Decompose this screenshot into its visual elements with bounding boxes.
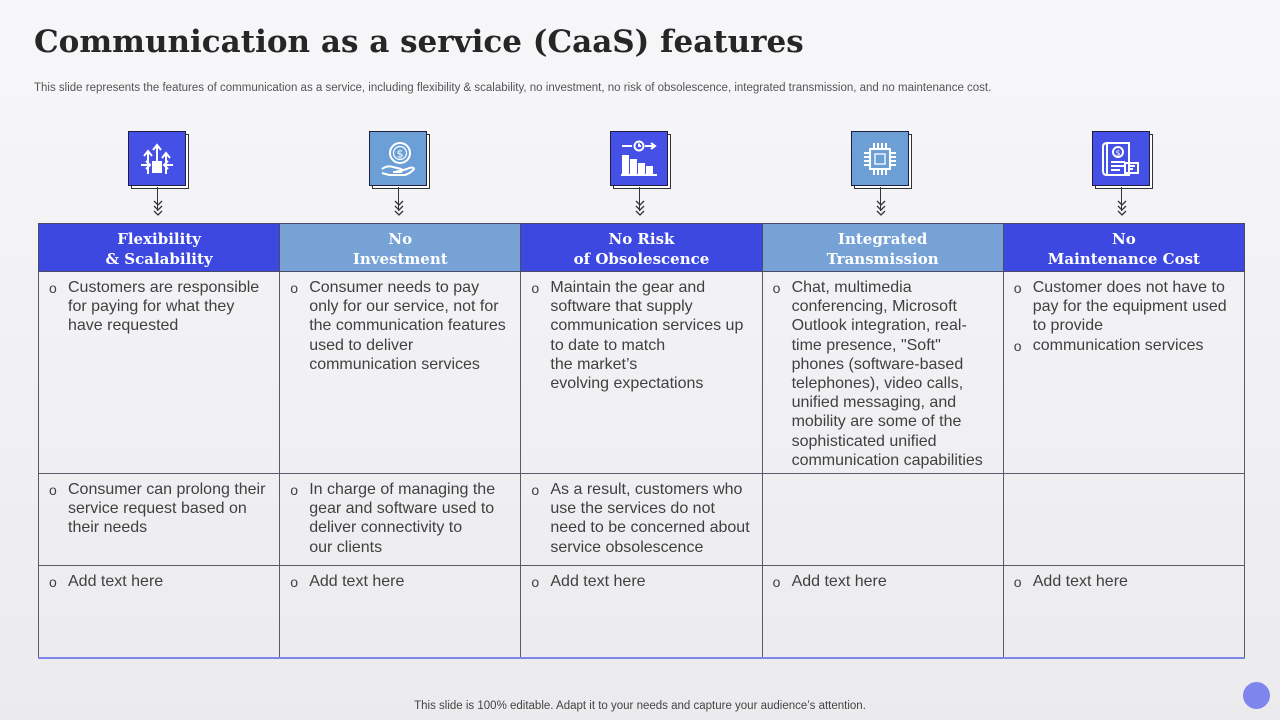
bullet-item: o Consumer needs to pay only for our serv… bbox=[290, 278, 510, 374]
column-header-obsolescence: No Risk of Obsolescence bbox=[520, 223, 763, 272]
bullet-text: Add text here bbox=[1032, 573, 1128, 590]
icon-row: $ bbox=[38, 128, 1245, 224]
bullet-item: o Add text here bbox=[531, 572, 751, 592]
bullet-text: Add text here bbox=[550, 573, 646, 590]
bullet-item: o Add text here bbox=[773, 572, 993, 592]
scalability-arrows-icon bbox=[128, 131, 186, 186]
table-cell: o Add text here bbox=[520, 565, 763, 659]
table-cell: o Consumer can prolong their service requ… bbox=[37, 473, 281, 566]
bullet-circle-icon: o bbox=[290, 574, 298, 590]
bullet-text: Add text here bbox=[68, 573, 164, 590]
bullet-text: Consumer needs to pay only for our servi… bbox=[309, 279, 506, 373]
chevron-down-icon bbox=[394, 200, 404, 216]
bullet-circle-icon: o bbox=[290, 482, 298, 498]
bullet-circle-icon: o bbox=[1013, 574, 1022, 590]
column-header-flexibility: Flexibility & Scalability bbox=[37, 223, 281, 272]
bullet-circle-icon: o bbox=[1013, 337, 1022, 354]
chevron-down-icon bbox=[153, 200, 163, 216]
table-cell: o Add text here bbox=[279, 565, 522, 659]
bullet-item: o Add text here bbox=[49, 572, 269, 592]
bullet-item: o Chat, multimedia conferencing, Microsof… bbox=[773, 278, 993, 470]
bullet-text: Customers are responsible for paying for… bbox=[68, 279, 260, 335]
table-cell: o Consumer needs to pay only for our serv… bbox=[279, 271, 522, 474]
bullet-circle-icon: o bbox=[49, 280, 57, 296]
bullet-circle-icon: o bbox=[772, 280, 781, 296]
table-row: o Consumer can prolong their service requ… bbox=[37, 473, 1246, 566]
bullet-circle-icon: o bbox=[772, 574, 781, 590]
icon-slot-transmission bbox=[761, 128, 1002, 224]
table-cell: o Add text here bbox=[37, 565, 281, 659]
column-header-investment: No Investment bbox=[279, 223, 522, 272]
dollar-hand-icon: $ bbox=[369, 131, 427, 186]
bullet-text: communication services bbox=[1032, 336, 1204, 354]
chip-icon bbox=[851, 131, 909, 186]
bullet-text: Customer does not have to pay for the eq… bbox=[1032, 279, 1227, 335]
features-table: Flexibility & Scalability No Investment … bbox=[37, 223, 1246, 659]
decorative-dot bbox=[1243, 682, 1270, 709]
svg-text:$: $ bbox=[397, 147, 404, 160]
bullet-item: o Customers are responsible for paying fo… bbox=[49, 278, 269, 336]
bullet-circle-icon: o bbox=[290, 280, 298, 296]
svg-text:$: $ bbox=[1115, 148, 1120, 157]
icon-slot-investment: $ bbox=[279, 128, 520, 224]
column-header-transmission: Integrated Transmission bbox=[761, 223, 1004, 272]
chevron-down-icon bbox=[1117, 200, 1127, 216]
table-cell: o As a result, customers who use the serv… bbox=[520, 473, 763, 566]
bullet-item: o Add text here bbox=[1014, 572, 1234, 592]
bullet-circle-icon: o bbox=[49, 574, 57, 590]
page-subtitle: This slide represents the features of co… bbox=[34, 82, 992, 94]
chevron-down-icon bbox=[876, 200, 886, 216]
bullet-circle-icon: o bbox=[531, 482, 540, 498]
cost-document-icon: $ bbox=[1092, 131, 1150, 186]
table-cell: o Maintain the gear and software that sup… bbox=[520, 271, 763, 474]
icon-slot-maintenance: $ bbox=[1002, 128, 1243, 224]
table-cell: o Customers are responsible for paying fo… bbox=[37, 271, 281, 474]
bullet-circle-icon: o bbox=[1013, 280, 1022, 296]
table-cell: o Add text here bbox=[761, 565, 1004, 659]
table-row: o Customers are responsible for paying fo… bbox=[37, 271, 1246, 474]
bullet-text: As a result, customers who use the servi… bbox=[550, 481, 750, 556]
bullet-text: Add text here bbox=[791, 573, 887, 590]
table-header-row: Flexibility & Scalability No Investment … bbox=[37, 223, 1246, 272]
icon-slot-flexibility bbox=[38, 128, 279, 224]
table-row: o Add text here o Add text here o Add text he… bbox=[37, 565, 1246, 659]
bullet-item: o In charge of managing the gear and soft… bbox=[290, 480, 510, 557]
bullet-circle-icon: o bbox=[49, 482, 57, 498]
bullet-text: Consumer can prolong their service reque… bbox=[68, 481, 266, 537]
bullet-item: o As a result, customers who use the serv… bbox=[531, 480, 751, 557]
bullet-item: o Maintain the gear and software that sup… bbox=[531, 278, 751, 393]
table-cell: o In charge of managing the gear and soft… bbox=[279, 473, 522, 566]
table-cell bbox=[1002, 473, 1246, 566]
column-header-maintenance: No Maintenance Cost bbox=[1002, 223, 1246, 272]
bullet-text: Add text here bbox=[309, 573, 405, 590]
bullet-item: o communication services bbox=[1014, 336, 1234, 356]
bullet-text: Maintain the gear and software that supp… bbox=[550, 279, 744, 393]
icon-slot-obsolescence bbox=[520, 128, 761, 224]
table-cell: o Chat, multimedia conferencing, Microsof… bbox=[761, 271, 1004, 474]
bullet-text: Chat, multimedia conferencing, Microsoft… bbox=[791, 279, 983, 469]
chevron-down-icon bbox=[635, 200, 645, 216]
bullet-item: o Consumer can prolong their service requ… bbox=[49, 480, 269, 538]
declining-chart-icon bbox=[610, 131, 668, 186]
table-cell: o Add text here bbox=[1002, 565, 1246, 659]
bullet-text: In charge of managing the gear and softw… bbox=[309, 481, 496, 556]
bullet-item: o Customer does not have to pay for the e… bbox=[1014, 278, 1234, 336]
bullet-circle-icon: o bbox=[531, 574, 540, 590]
table-cell bbox=[761, 473, 1004, 566]
table-cell: o Customer does not have to pay for the e… bbox=[1002, 271, 1246, 474]
page-title: Communication as a service (CaaS) featur… bbox=[34, 24, 804, 60]
footer-note: This slide is 100% editable. Adapt it to… bbox=[414, 700, 866, 712]
bullet-item: o Add text here bbox=[290, 572, 510, 592]
bullet-circle-icon: o bbox=[531, 280, 540, 296]
